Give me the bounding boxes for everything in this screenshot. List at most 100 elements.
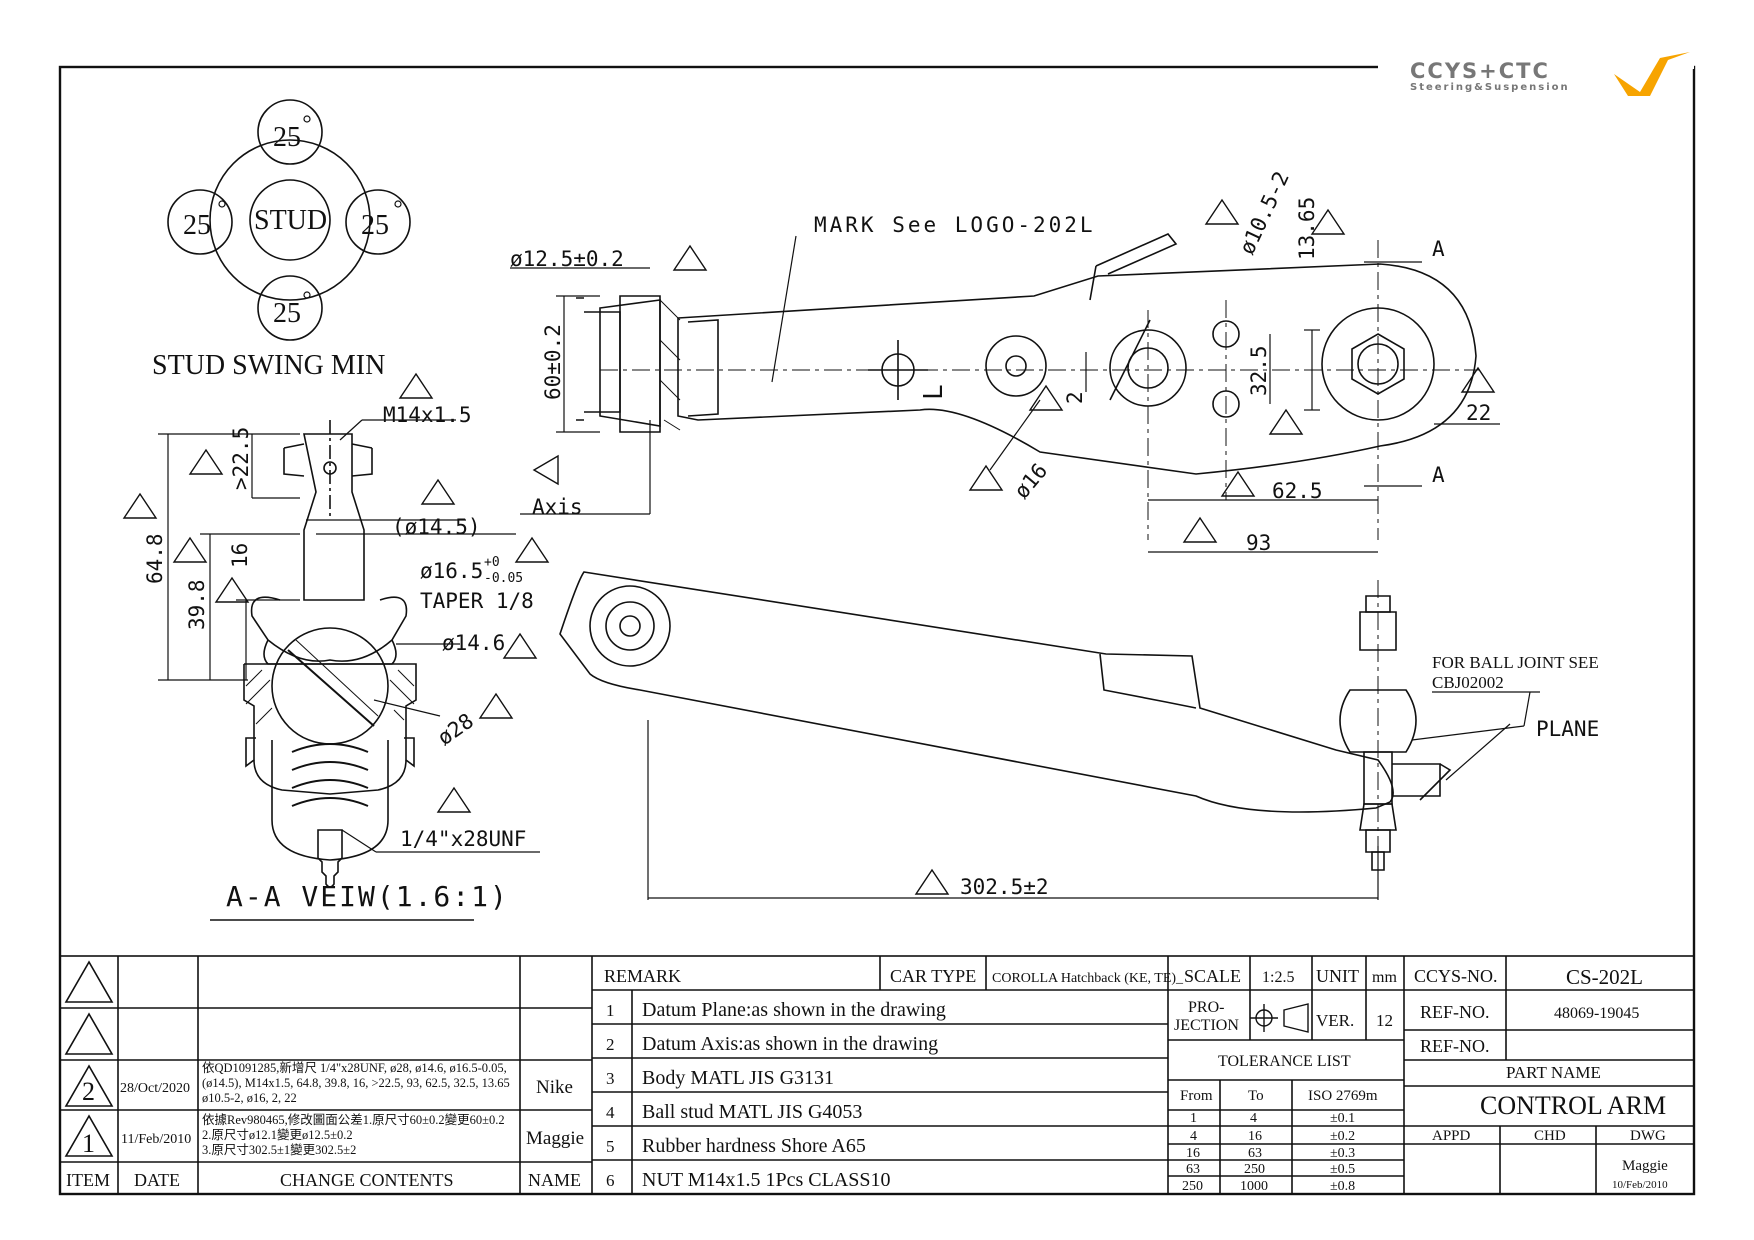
svg-text:48069-19045: 48069-19045	[1554, 1005, 1639, 1022]
svg-text:TOLERANCE LIST: TOLERANCE LIST	[1218, 1053, 1351, 1070]
svg-text:250: 250	[1182, 1179, 1203, 1194]
title-block-grid	[59, 955, 1695, 1195]
svg-text:CS-202L: CS-202L	[1566, 965, 1643, 989]
svg-text:STUD SWING MIN: STUD SWING MIN	[152, 350, 385, 381]
svg-text:64.8: 64.8	[143, 533, 167, 584]
svg-text:60±0.2: 60±0.2	[541, 324, 565, 400]
svg-text:±0.3: ±0.3	[1330, 1146, 1355, 1161]
company-logo: CCYS+CTC Steering&Suspension	[1410, 52, 1690, 96]
svg-text:302.5±2: 302.5±2	[960, 875, 1049, 899]
svg-text:依QD1091285,新增尺 1/4"x28UNF, ø28: 依QD1091285,新增尺 1/4"x28UNF, ø28, ø14.6, ø…	[202, 1060, 507, 1075]
svg-text:1000: 1000	[1240, 1179, 1268, 1194]
svg-text:M14x1.5: M14x1.5	[383, 403, 472, 427]
svg-text:16: 16	[1186, 1146, 1200, 1161]
svg-text:To: To	[1248, 1088, 1264, 1104]
svg-text:Maggie: Maggie	[526, 1128, 584, 1149]
svg-text:±0.5: ±0.5	[1330, 1162, 1355, 1177]
side-view: 302.5±2 FOR BALL JOINT SEE CBJ02002 PLAN…	[559, 571, 1599, 900]
svg-text:±0.1: ±0.1	[1330, 1111, 1355, 1126]
svg-text:25: 25	[183, 210, 211, 241]
svg-text:16: 16	[228, 543, 252, 568]
svg-text:A: A	[1432, 463, 1445, 487]
svg-text:JECTION: JECTION	[1174, 1017, 1239, 1034]
svg-text:依據Rev980465,修改圖面公差1.原尺寸60±0.2變: 依據Rev980465,修改圖面公差1.原尺寸60±0.2變更60±0.2	[202, 1112, 505, 1127]
svg-text:Datum Plane:as shown in the dr: Datum Plane:as shown in the drawing	[642, 999, 946, 1021]
svg-text:2: 2	[1063, 391, 1087, 404]
svg-text:4: 4	[606, 1103, 615, 1122]
svg-text:2: 2	[82, 1077, 95, 1106]
svg-text:DATE: DATE	[134, 1170, 180, 1190]
svg-text:25: 25	[361, 210, 389, 241]
svg-text:3: 3	[606, 1069, 615, 1088]
svg-text:TAPER 1/8: TAPER 1/8	[420, 589, 534, 613]
svg-text:62.5: 62.5	[1272, 479, 1323, 503]
svg-text:1:2.5: 1:2.5	[1262, 969, 1294, 986]
svg-text:±0.2: ±0.2	[1330, 1129, 1355, 1144]
svg-text:APPD: APPD	[1432, 1128, 1471, 1144]
svg-text:4: 4	[1190, 1129, 1197, 1144]
svg-text:1: 1	[82, 1129, 95, 1158]
svg-text:39.8: 39.8	[185, 579, 209, 630]
svg-text:ø10.5-2: ø10.5-2	[1235, 168, 1294, 258]
section-view-aa: M14x1.5 >22.5 64.8 16 39.8 (ø14.5) ø16.5…	[143, 403, 540, 921]
svg-text:MARK See LOGO-202L: MARK See LOGO-202L	[814, 213, 1096, 237]
svg-text:Datum Axis:as shown in the dra: Datum Axis:as shown in the drawing	[642, 1033, 938, 1055]
projection-symbol-icon	[1250, 1003, 1309, 1033]
svg-text:±0.8: ±0.8	[1330, 1179, 1355, 1194]
svg-text:+0: +0	[484, 555, 500, 570]
svg-text:STUD: STUD	[254, 205, 327, 236]
svg-text:Axis: Axis	[532, 495, 583, 519]
svg-text:DWG: DWG	[1630, 1128, 1666, 1144]
top-view: ø12.5±0.2 60±0.2 Axis MARK See LOGO-202L…	[510, 168, 1500, 555]
svg-text:REMARK: REMARK	[604, 966, 681, 986]
svg-text:ø16.5: ø16.5	[420, 559, 483, 583]
svg-text:A-A VEIW(1.6:1): A-A VEIW(1.6:1)	[226, 880, 509, 913]
svg-text:REF-NO.: REF-NO.	[1420, 1036, 1490, 1056]
logo-swoosh-icon	[1614, 52, 1690, 96]
svg-text:5: 5	[606, 1137, 615, 1156]
svg-text:93: 93	[1246, 531, 1271, 555]
svg-text:COROLLA Hatchback (KE, TE)_: COROLLA Hatchback (KE, TE)_	[992, 971, 1184, 986]
svg-text:25: 25	[273, 122, 301, 153]
svg-text:63: 63	[1186, 1162, 1200, 1177]
svg-text:1: 1	[606, 1001, 615, 1020]
svg-text:6: 6	[606, 1171, 615, 1190]
svg-text:250: 250	[1244, 1162, 1265, 1177]
svg-text:Steering&Suspension: Steering&Suspension	[1410, 82, 1570, 93]
svg-text:REF-NO.: REF-NO.	[1420, 1002, 1490, 1022]
svg-text:63: 63	[1248, 1146, 1262, 1161]
svg-text:L: L	[919, 384, 949, 400]
svg-text:mm: mm	[1372, 969, 1397, 986]
svg-text:-0.05: -0.05	[484, 571, 523, 586]
svg-text:SCALE: SCALE	[1184, 966, 1241, 986]
svg-text:10/Feb/2010: 10/Feb/2010	[1612, 1179, 1668, 1191]
svg-text:CCYS+CTC: CCYS+CTC	[1410, 59, 1550, 83]
svg-text:(ø14.5), M14x1.5, 64.8, 39.8,: (ø14.5), M14x1.5, 64.8, 39.8, 16, >22.5,…	[202, 1076, 510, 1090]
svg-text:3.原尺寸302.5±1變更302.5±2: 3.原尺寸302.5±1變更302.5±2	[202, 1142, 356, 1157]
svg-text:CBJ02002: CBJ02002	[1432, 673, 1504, 692]
svg-text:Nike: Nike	[536, 1077, 573, 1098]
svg-text:4: 4	[1250, 1111, 1257, 1126]
svg-text:32.5: 32.5	[1247, 345, 1271, 396]
svg-text:>22.5: >22.5	[229, 427, 253, 490]
svg-text:CAR TYPE: CAR TYPE	[890, 966, 976, 986]
title-block-text: 2 1 28/Oct/2020 11/Feb/2010 依QD1091285,新…	[66, 965, 1668, 1194]
svg-text:CHANGE CONTENTS: CHANGE CONTENTS	[280, 1170, 454, 1190]
svg-text:ISO 2769m: ISO 2769m	[1308, 1088, 1378, 1104]
svg-text:A: A	[1432, 237, 1445, 261]
svg-text:16: 16	[1248, 1129, 1262, 1144]
svg-text:(ø14.5): (ø14.5)	[392, 515, 481, 539]
svg-text:CCYS-NO.: CCYS-NO.	[1414, 966, 1498, 986]
svg-text:1/4"x28UNF: 1/4"x28UNF	[400, 827, 526, 851]
svg-text:ITEM: ITEM	[66, 1170, 110, 1190]
svg-text:NAME: NAME	[528, 1170, 581, 1190]
svg-text:22: 22	[1466, 401, 1491, 425]
svg-text:VER.: VER.	[1316, 1011, 1354, 1030]
svg-text:Maggie: Maggie	[1622, 1158, 1668, 1174]
svg-text:Body MATL JIS G3131: Body MATL JIS G3131	[642, 1067, 834, 1089]
svg-text:ø16: ø16	[1009, 459, 1052, 503]
svg-text:PART NAME: PART NAME	[1506, 1063, 1601, 1082]
svg-text:CHD: CHD	[1534, 1128, 1566, 1144]
